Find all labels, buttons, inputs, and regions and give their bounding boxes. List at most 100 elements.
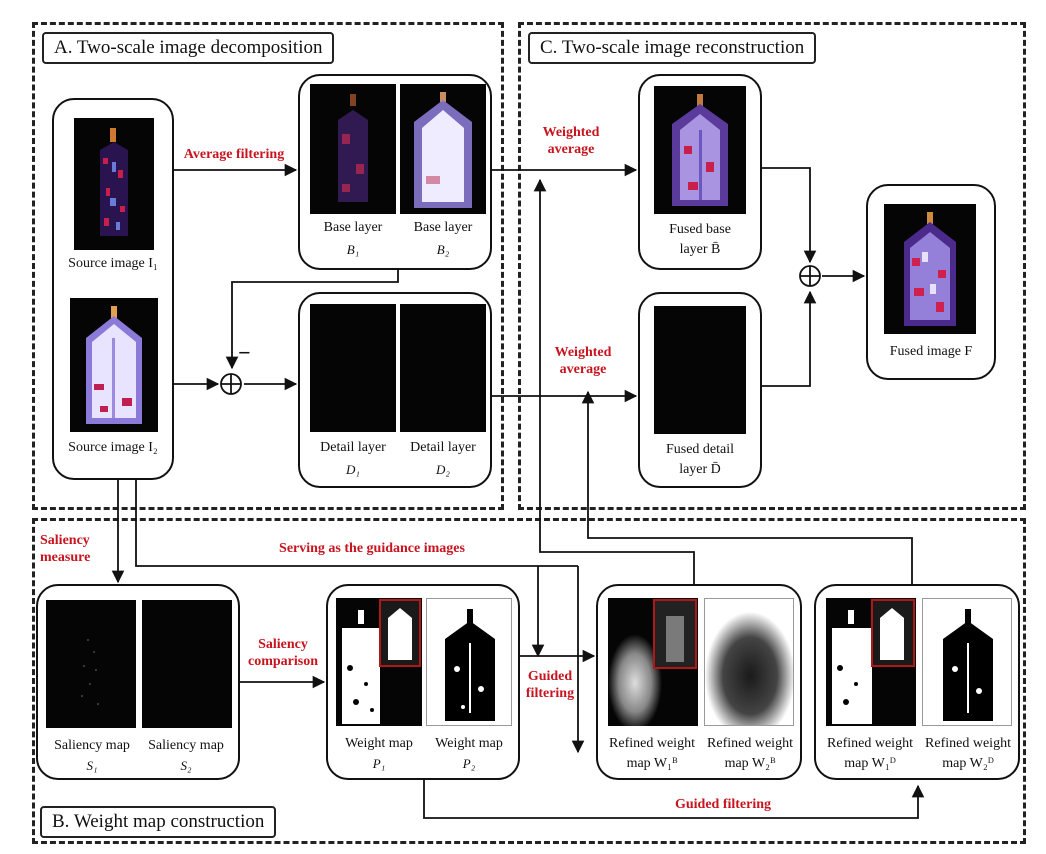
saliency-comparison-line1: Saliency xyxy=(258,637,308,652)
detail-symbol-2: D₂ xyxy=(436,462,450,477)
base-symbol-1: B₁ xyxy=(346,242,360,257)
base-label-1: Base layer xyxy=(323,220,383,235)
refined-detail-label-1b: map W₁ᴰ xyxy=(844,756,896,771)
refined-weight-detail-box: Refined weight map W₁ᴰ Refined weight ma… xyxy=(814,584,1020,780)
saliency-label-1: Saliency map xyxy=(54,738,130,753)
fused-base-label-1: Fused base xyxy=(669,222,731,237)
refined-base-label-2b: map W₂ᴮ xyxy=(724,756,776,771)
weight-label-2: Weight map xyxy=(435,736,503,751)
refined-detail-label-2a: Refined weight xyxy=(925,736,1011,751)
saliency-comparison-label: Saliency comparison xyxy=(242,636,324,670)
fused-image-label: Fused image F xyxy=(889,344,973,359)
weight-image-2 xyxy=(426,598,512,726)
fused-image xyxy=(884,204,976,334)
refined-sharp-map-icon xyxy=(832,599,915,724)
refined-detail-image-1 xyxy=(826,598,916,726)
detail-symbol-1: D₁ xyxy=(346,462,360,477)
sum-operator-icon xyxy=(799,265,821,287)
refined-blurred-inverse-icon xyxy=(705,599,793,725)
detail-image-2 xyxy=(400,304,486,432)
section-a-frame xyxy=(32,22,504,510)
source-image-1 xyxy=(74,118,154,250)
base-image-1 xyxy=(310,84,396,214)
detail-layers-box: Detail layer Detail layer D₁ D₂ xyxy=(298,292,492,488)
section-c-title: C. Two-scale image reconstruction xyxy=(528,32,817,64)
saliency-comparison-line2: comparison xyxy=(248,654,318,669)
weight-image-1 xyxy=(336,598,422,726)
guided-filtering-line2: filtering xyxy=(525,686,575,701)
saliency-maps-box: Saliency map Saliency map S₁ S₂ xyxy=(36,584,240,780)
refined-detail-label-2b: map W₂ᴰ xyxy=(942,756,994,771)
sum-operator-icon xyxy=(220,373,242,395)
fused-base-box: Fused base layer B̄ xyxy=(638,74,762,270)
base-symbol-2: B₂ xyxy=(436,242,450,257)
stained-glass-dark-icon xyxy=(100,128,128,236)
fused-detail-box: Fused detail layer D̄ xyxy=(638,292,762,488)
guided-filtering-label-bottom: Guided filtering xyxy=(674,797,772,812)
detail-label-2: Detail layer xyxy=(410,440,476,455)
saliency-speckle-icon xyxy=(81,639,99,705)
fused-base-image xyxy=(654,86,746,214)
fused-detail-label-1: Fused detail xyxy=(665,442,735,457)
fused-image-box: Fused image F xyxy=(866,184,996,380)
weighted-average-label-detail: Weighted average xyxy=(542,344,624,378)
guided-filtering-line1: Guided xyxy=(527,669,573,684)
refined-base-label-2a: Refined weight xyxy=(707,736,793,751)
section-a-title: A. Two-scale image decomposition xyxy=(42,32,335,64)
weight-label-1: Weight map xyxy=(345,736,413,751)
saliency-image-1 xyxy=(46,600,136,728)
minus-sign: − xyxy=(238,340,251,365)
binary-weight-map-icon xyxy=(342,599,421,724)
base-label-2: Base layer xyxy=(413,220,473,235)
weight-symbol-2: P₂ xyxy=(462,756,476,771)
fused-base-window-icon xyxy=(672,94,728,206)
average-filtering-label: Average filtering xyxy=(183,147,285,162)
fused-detail-label-2: layer D̄ xyxy=(679,462,721,477)
source-label-2: Source image I₂ xyxy=(68,440,158,455)
blurred-dark-window-icon xyxy=(338,94,368,202)
section-c-frame xyxy=(518,22,1026,510)
refined-detail-image-2 xyxy=(922,598,1012,726)
stained-glass-bright-icon xyxy=(86,306,142,424)
saliency-symbol-2: S₂ xyxy=(180,758,192,773)
saliency-measure-line1: Saliency xyxy=(40,533,90,548)
refined-base-label-1a: Refined weight xyxy=(609,736,695,751)
source-label-1: Source image I₁ xyxy=(68,256,158,271)
weighted-average-base-line2: average xyxy=(547,142,595,157)
weighted-average-detail-line2: average xyxy=(559,362,607,377)
section-b-title: B. Weight map construction xyxy=(40,806,277,838)
weight-maps-box: Weight map Weight map P₁ P₂ xyxy=(326,584,520,780)
detail-image-1 xyxy=(310,304,396,432)
fused-detail-image xyxy=(654,306,746,434)
refined-blurred-map-icon xyxy=(608,599,697,726)
weighted-average-base-line1: Weighted xyxy=(542,125,600,140)
weight-symbol-1: P₁ xyxy=(372,756,386,771)
source-images-box: Source image I₁ Source image I₂ xyxy=(52,98,174,480)
refined-sharp-inverse-icon xyxy=(943,609,993,721)
saliency-label-2: Saliency map xyxy=(148,738,224,753)
guided-filtering-label-top: Guided filtering xyxy=(518,668,582,702)
saliency-measure-label: Saliency measure xyxy=(40,532,110,566)
base-layers-box: Base layer Base layer B₁ B₂ xyxy=(298,74,492,270)
saliency-symbol-1: S₁ xyxy=(86,758,98,773)
refined-base-label-1b: map W₁ᴮ xyxy=(626,756,678,771)
detail-label-1: Detail layer xyxy=(320,440,386,455)
saliency-measure-line2: measure xyxy=(40,550,91,565)
refined-base-image-1 xyxy=(608,598,698,726)
section-b-frame xyxy=(32,518,1026,844)
guidance-label: Serving as the guidance images xyxy=(279,541,465,556)
blurred-bright-window-icon xyxy=(414,92,472,208)
saliency-image-2 xyxy=(142,600,232,728)
weighted-average-detail-line1: Weighted xyxy=(554,345,612,360)
refined-detail-label-1a: Refined weight xyxy=(827,736,913,751)
fused-window-icon xyxy=(904,212,956,326)
fused-base-label-2: layer B̄ xyxy=(679,242,721,257)
base-image-2 xyxy=(400,84,486,214)
weighted-average-label-base: Weighted average xyxy=(530,124,612,158)
refined-base-image-2 xyxy=(704,598,794,726)
binary-weight-map-inverse-icon xyxy=(445,609,495,721)
refined-weight-base-box: Refined weight map W₁ᴮ Refined weight ma… xyxy=(596,584,802,780)
source-image-2 xyxy=(70,298,158,432)
